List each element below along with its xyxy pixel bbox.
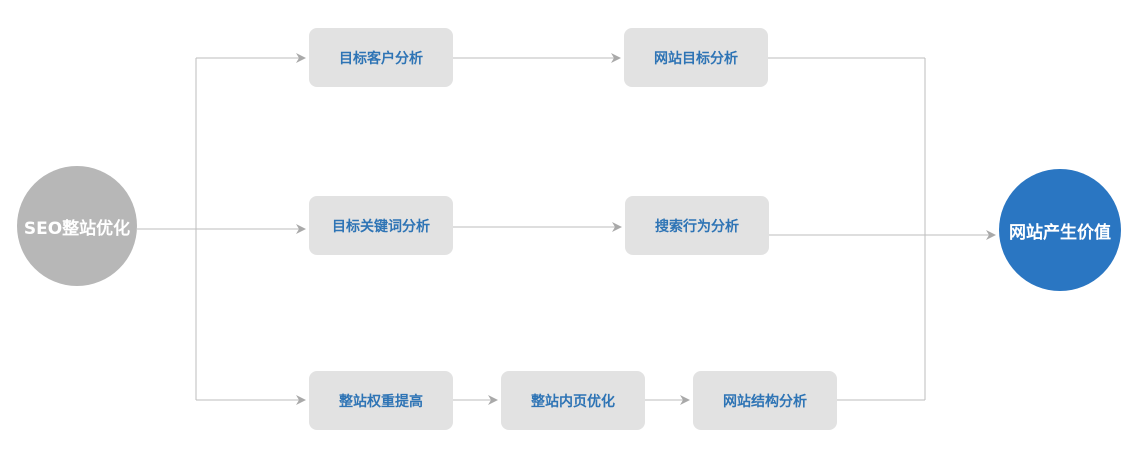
row3-step3-box: 网站结构分析 (693, 371, 837, 430)
row1-step2-label: 网站目标分析 (654, 50, 738, 67)
row3-step1-label: 整站权重提高 (339, 393, 423, 410)
row1-step2-box: 网站目标分析 (624, 28, 768, 87)
row3-step1-box: 整站权重提高 (309, 371, 453, 430)
start-node: SEO整站优化 (17, 166, 137, 286)
row2-step2-box: 搜索行为分析 (625, 196, 769, 255)
row2-step1-label: 目标关键词分析 (332, 218, 430, 235)
row2-step2-label: 搜索行为分析 (655, 218, 739, 235)
end-node: 网站产生价值 (999, 169, 1121, 291)
row2-step1-box: 目标关键词分析 (309, 196, 453, 255)
start-node-label: SEO整站优化 (23, 218, 131, 239)
row3-step3-label: 网站结构分析 (723, 393, 807, 410)
row3-step2-box: 整站内页优化 (501, 371, 645, 430)
row3-step2-label: 整站内页优化 (531, 393, 615, 410)
end-node-label: 网站产生价值 (1009, 222, 1111, 243)
row1-step1-label: 目标客户分析 (339, 50, 423, 67)
row1-step1-box: 目标客户分析 (309, 28, 453, 87)
